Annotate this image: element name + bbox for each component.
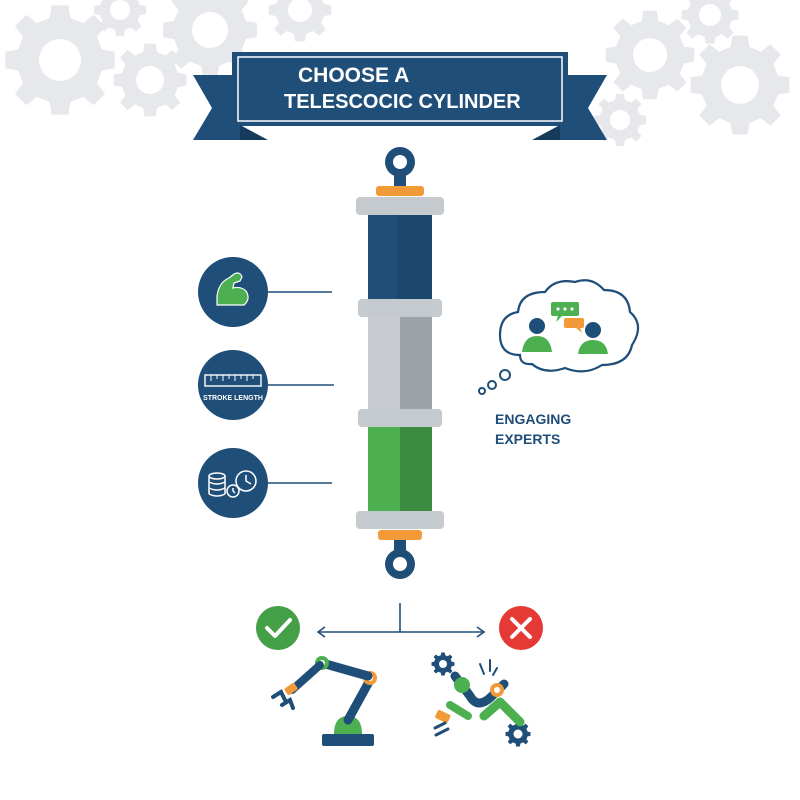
good-outcome — [256, 606, 377, 746]
stroke-length-label: STROKE LENGTH — [203, 395, 263, 402]
bad-outcome — [431, 606, 543, 747]
middle-cap-upper — [358, 299, 442, 317]
decision-arrow — [316, 603, 486, 638]
gear-icon — [690, 35, 790, 135]
gear-icon — [681, 0, 739, 44]
gear-icon — [605, 10, 695, 100]
people-talking-icon — [522, 302, 608, 354]
banner-title-line2: TELESCOCIC CYLINDER — [284, 91, 521, 113]
robot-arm-working-icon — [271, 656, 377, 746]
flexed-arm-icon — [216, 272, 249, 306]
ribbon-main — [232, 52, 568, 126]
ruler-icon — [204, 374, 262, 387]
gear-icon — [94, 0, 146, 36]
banner-title-line1: CHOOSE A — [298, 64, 409, 87]
factor-cost-time — [198, 448, 268, 518]
bottom-cap — [356, 511, 444, 529]
broken-robot-arm-icon — [431, 652, 531, 747]
experts-label-line1: ENGAGING — [495, 411, 571, 427]
ribbon-tail-right — [560, 75, 607, 140]
gear-icon — [163, 0, 257, 77]
factor-strength — [198, 257, 268, 327]
ribbon-fold-left — [240, 125, 268, 140]
background-gears — [5, 0, 790, 146]
top-orange-collar — [376, 186, 424, 196]
gear-icon — [5, 5, 115, 115]
checkmark-icon — [256, 606, 300, 650]
factor-stroke-length: STROKE LENGTH — [198, 350, 268, 420]
factor-connectors — [268, 291, 334, 484]
experts-thought-bubble: ENGAGING EXPERTS — [478, 279, 640, 447]
coins-clock-icon — [208, 470, 257, 498]
telescopic-cylinder — [356, 147, 444, 579]
ribbon-tail-left — [193, 75, 240, 140]
experts-label-line2: EXPERTS — [495, 431, 560, 447]
ribbon-fold-right — [532, 125, 560, 140]
title-banner: CHOOSE A TELESCOCIC CYLINDER — [193, 52, 607, 140]
gear-icon — [594, 94, 646, 146]
gear-icon — [113, 43, 187, 117]
top-cap — [356, 197, 444, 215]
middle-cap-lower — [358, 409, 442, 427]
bottom-orange-collar — [378, 530, 422, 540]
gear-icon — [268, 0, 332, 42]
